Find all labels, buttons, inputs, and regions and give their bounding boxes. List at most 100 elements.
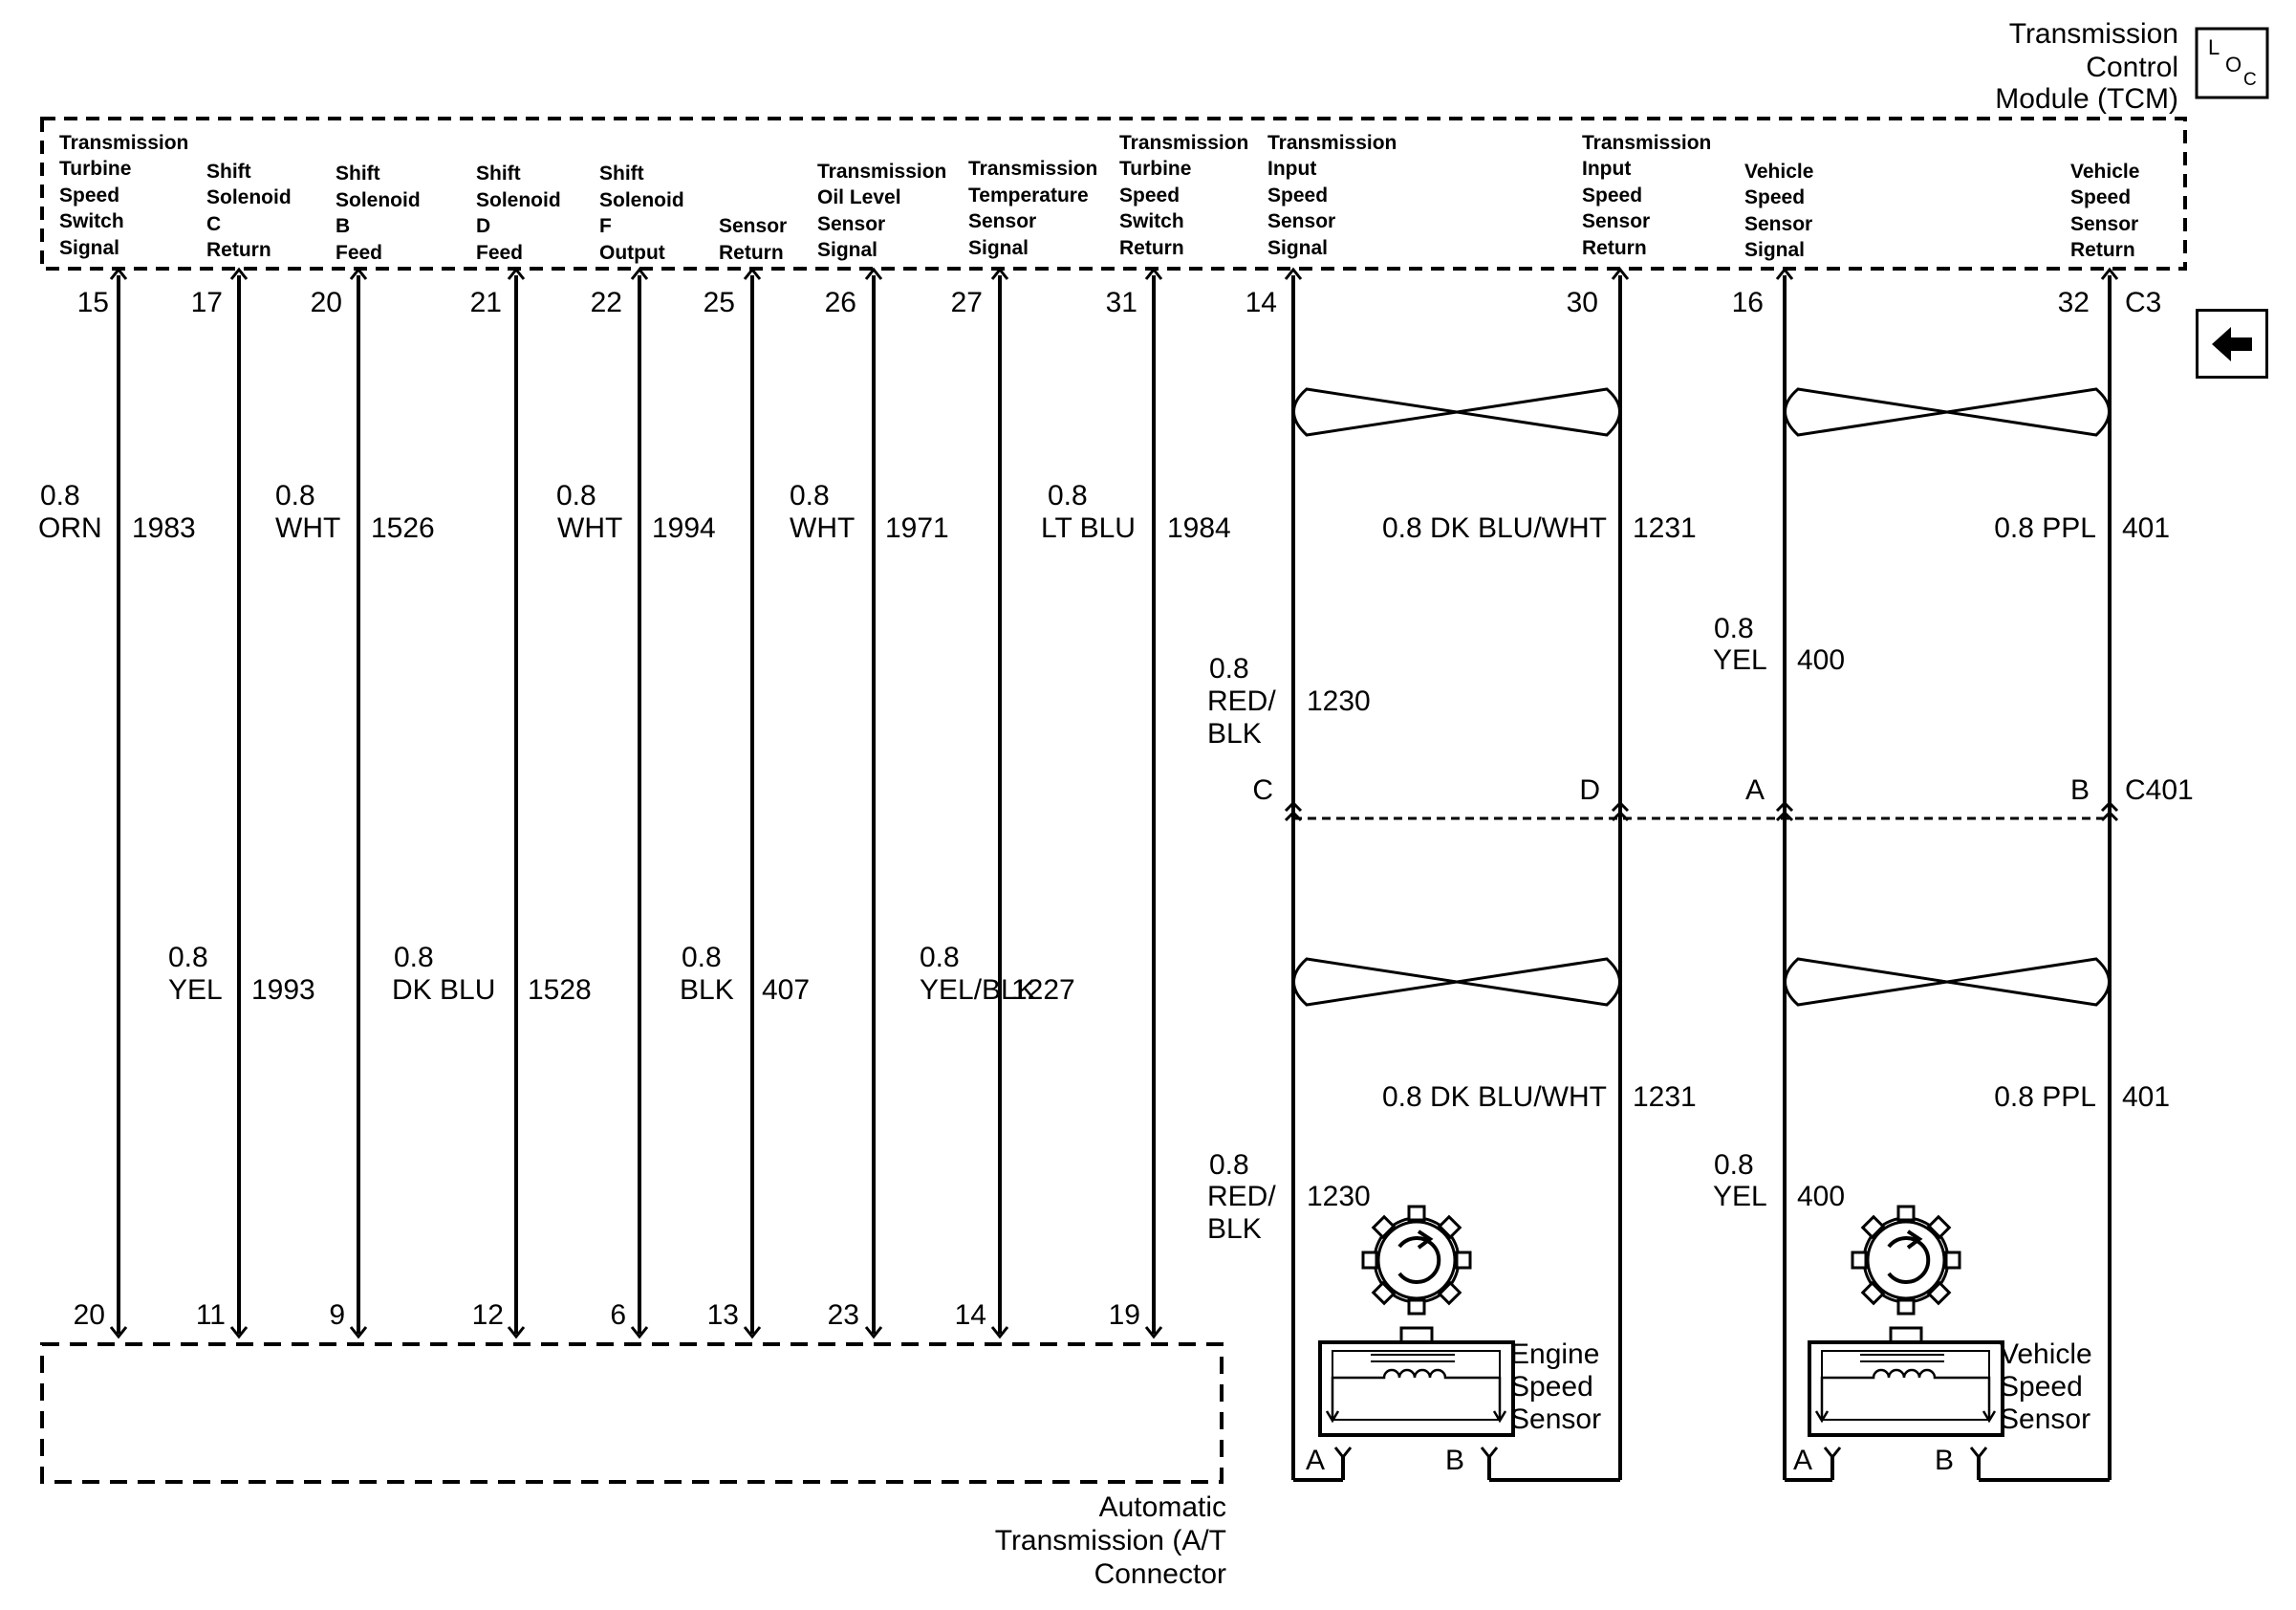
svg-text:25: 25: [704, 287, 735, 318]
svg-text:Switch: Switch: [1119, 210, 1184, 232]
svg-text:Sensor: Sensor: [2070, 213, 2138, 235]
svg-text:400: 400: [1797, 644, 1845, 676]
svg-text:YEL: YEL: [1713, 1181, 1767, 1212]
svg-text:Speed: Speed: [1582, 185, 1642, 207]
svg-text:RED/: RED/: [1207, 1181, 1276, 1212]
svg-text:0.8: 0.8: [394, 942, 434, 973]
at-pin-numbers: 20 11 9 12 6 13 23 14 19: [74, 1299, 1140, 1331]
svg-text:BLK: BLK: [680, 974, 734, 1006]
svg-text:12: 12: [472, 1299, 504, 1331]
tcm-terminals: [109, 267, 2119, 280]
c401-pin-d: D: [1579, 774, 1600, 806]
svg-text:21: 21: [470, 287, 502, 318]
svg-text:WHT: WHT: [790, 512, 855, 544]
svg-text:0.8: 0.8: [920, 942, 960, 973]
at-connector-label-line2: Transmission (A/T: [995, 1525, 1226, 1556]
svg-text:0.8: 0.8: [556, 480, 596, 511]
svg-text:Sensor: Sensor: [1267, 210, 1335, 232]
svg-text:BLK: BLK: [1207, 718, 1262, 750]
svg-text:14: 14: [1245, 287, 1277, 318]
svg-text:Shift: Shift: [206, 161, 251, 183]
svg-text:Solenoid: Solenoid: [336, 189, 421, 211]
vehicle-sensor-name-line1: Vehicle: [2000, 1338, 2092, 1370]
svg-text:Shift: Shift: [476, 163, 521, 185]
svg-text:Return: Return: [719, 242, 784, 264]
svg-text:Return: Return: [206, 239, 271, 261]
back-arrow-button[interactable]: [2196, 309, 2268, 379]
svg-text:Oil Level: Oil Level: [817, 186, 901, 208]
svg-text:LT BLU: LT BLU: [1041, 512, 1136, 544]
engine-speed-sensor: A B Engine Speed Sensor: [1306, 1205, 1601, 1476]
at-connector-label-line1: Automatic: [1099, 1491, 1226, 1523]
at-connector-label-line3: Connector: [1094, 1558, 1226, 1590]
svg-text:400: 400: [1797, 1181, 1845, 1212]
svg-text:Sensor: Sensor: [719, 215, 787, 237]
left-arrow-icon: [2212, 327, 2252, 361]
svg-text:20: 20: [74, 1299, 105, 1331]
engine-sensor-name-line1: Engine: [1510, 1338, 1599, 1370]
svg-text:1984: 1984: [1167, 512, 1231, 544]
svg-text:Feed: Feed: [476, 242, 523, 264]
svg-text:Feed: Feed: [336, 242, 382, 264]
svg-text:Sensor: Sensor: [817, 213, 885, 235]
svg-text:Solenoid: Solenoid: [476, 189, 561, 211]
svg-text:19: 19: [1109, 1299, 1140, 1331]
svg-text:Transmission: Transmission: [1119, 132, 1248, 154]
twisted-pair-symbols: [1292, 387, 2111, 1007]
svg-text:1230: 1230: [1307, 1181, 1371, 1212]
svg-text:1231: 1231: [1633, 1081, 1697, 1113]
at-wire-labels-lower: 0.8 YEL 1993 0.8 DK BLU 1528 0.8 BLK 407…: [168, 942, 1075, 1006]
engine-sensor-pin-a: A: [1306, 1445, 1325, 1476]
svg-text:26: 26: [825, 287, 856, 318]
svg-text:1227: 1227: [1011, 974, 1075, 1006]
svg-text:Speed: Speed: [59, 185, 119, 207]
connector-c3-label: C3: [2125, 287, 2161, 318]
svg-text:YEL: YEL: [1713, 644, 1767, 676]
svg-text:Sensor: Sensor: [1744, 213, 1812, 235]
svg-text:0.8 PPL: 0.8 PPL: [1994, 1081, 2096, 1113]
svg-text:Vehicle: Vehicle: [2070, 161, 2139, 183]
svg-text:O: O: [2225, 53, 2242, 76]
svg-text:9: 9: [329, 1299, 345, 1331]
svg-text:Turbine: Turbine: [1119, 158, 1191, 180]
loc-icon: L O C: [2195, 27, 2269, 99]
svg-text:13: 13: [707, 1299, 739, 1331]
svg-text:0.8: 0.8: [1209, 1149, 1249, 1181]
svg-text:27: 27: [951, 287, 983, 318]
vehicle-sensor-pin-a: A: [1793, 1445, 1812, 1476]
svg-text:0.8: 0.8: [790, 480, 830, 511]
engine-sensor-pin-b: B: [1445, 1445, 1464, 1476]
svg-text:401: 401: [2122, 512, 2170, 544]
svg-text:Sensor: Sensor: [968, 210, 1036, 232]
svg-text:1983: 1983: [132, 512, 196, 544]
svg-text:1231: 1231: [1633, 512, 1697, 544]
svg-text:Input: Input: [1582, 158, 1631, 180]
svg-text:0.8: 0.8: [40, 480, 80, 511]
at-wires: [117, 275, 1156, 1334]
svg-text:1993: 1993: [251, 974, 315, 1006]
svg-text:Turbine: Turbine: [59, 158, 131, 180]
svg-text:Signal: Signal: [968, 237, 1029, 259]
tcm-title-line2: Control: [2086, 52, 2178, 83]
svg-text:Solenoid: Solenoid: [206, 186, 292, 208]
svg-text:20: 20: [311, 287, 342, 318]
svg-text:Speed: Speed: [1267, 185, 1328, 207]
svg-text:Speed: Speed: [2070, 186, 2131, 208]
svg-text:0.8: 0.8: [682, 942, 722, 973]
svg-text:Sensor: Sensor: [1582, 210, 1650, 232]
svg-text:32: 32: [2058, 287, 2090, 318]
tcm-pin-labels: Transmission Turbine Speed Switch Signal…: [59, 132, 2139, 264]
tcm-module-outline: [40, 117, 2187, 271]
svg-text:0.8: 0.8: [168, 942, 208, 973]
svg-text:17: 17: [191, 287, 223, 318]
svg-text:Shift: Shift: [599, 163, 644, 185]
svg-text:1528: 1528: [528, 974, 592, 1006]
svg-text:Transmission: Transmission: [59, 132, 188, 154]
svg-text:C: C: [2243, 70, 2257, 90]
svg-text:WHT: WHT: [557, 512, 622, 544]
svg-text:1230: 1230: [1307, 685, 1371, 717]
svg-text:Signal: Signal: [59, 237, 119, 259]
svg-text:Signal: Signal: [1744, 239, 1805, 261]
at-terminals: [109, 1326, 1163, 1339]
svg-text:Solenoid: Solenoid: [599, 189, 684, 211]
